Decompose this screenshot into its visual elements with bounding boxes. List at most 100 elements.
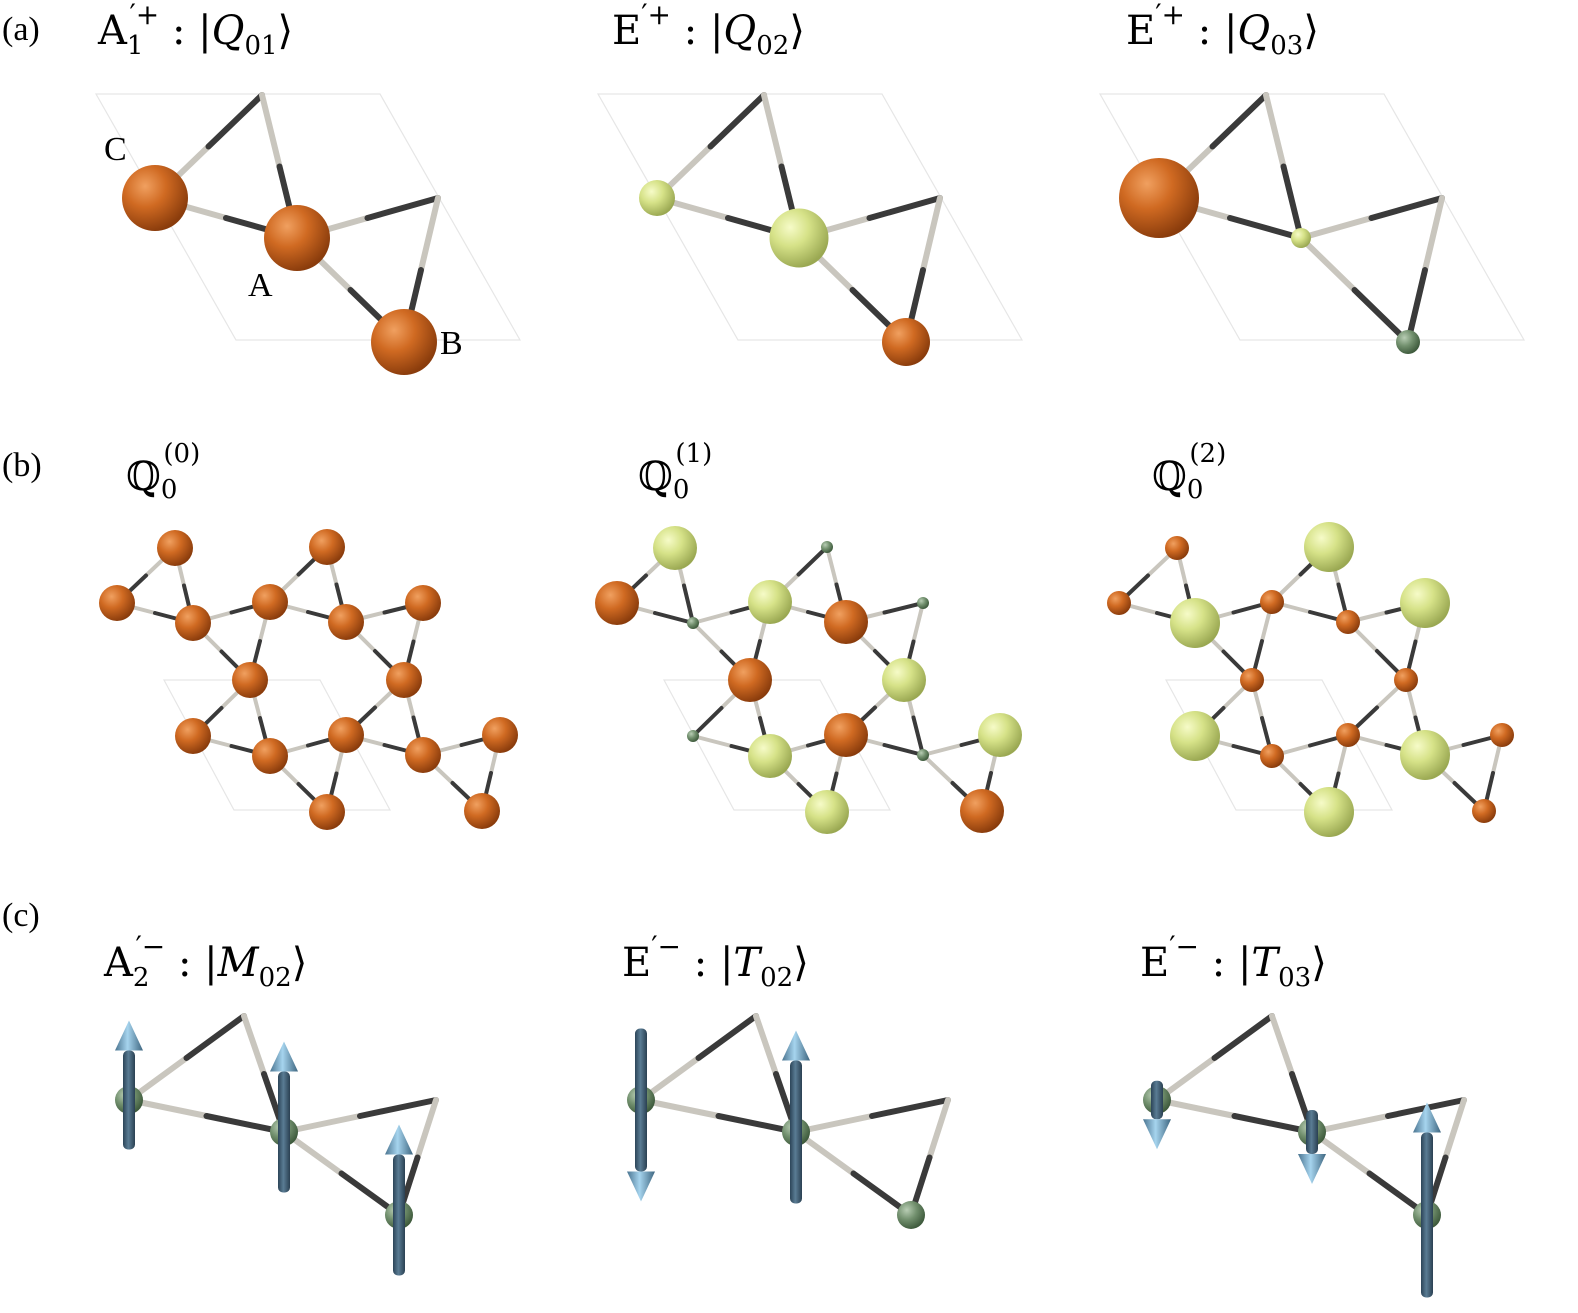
moment-arrow-b-head — [385, 1124, 413, 1155]
site-12 — [1400, 730, 1450, 780]
unit-cell-a3 — [1098, 92, 1526, 354]
panel-tag-a: (a) — [2, 11, 40, 48]
bond-t1-a-light — [753, 1013, 779, 1077]
moment-arrow-a — [782, 1030, 810, 1204]
site-13 — [1490, 723, 1514, 747]
site-b — [897, 1201, 925, 1229]
site-3 — [1260, 590, 1284, 614]
site-14 — [1304, 787, 1354, 837]
title-a2: E′+ : |Q02⟩ — [612, 0, 805, 61]
moment-arrow-a-head — [270, 1041, 298, 1072]
site-c — [1119, 158, 1199, 238]
panel-tag-c: (c) — [2, 897, 40, 934]
site-2 — [1170, 598, 1220, 648]
site-2 — [175, 605, 211, 641]
site-10 — [252, 738, 288, 774]
bond-4-dark — [796, 545, 829, 577]
title-a3: E′+ : |Q03⟩ — [1126, 0, 1319, 61]
moment-arrow-a-head — [1298, 1154, 1326, 1184]
unit-cell-a2 — [596, 92, 1024, 366]
moment-arrow-a-shaft — [790, 1060, 802, 1204]
cell-outline — [1098, 93, 1526, 341]
site-7 — [1240, 668, 1264, 692]
site-7 — [728, 658, 772, 702]
moment-arrow-c-shaft — [1151, 1080, 1163, 1120]
site-6 — [917, 597, 929, 609]
title-b1: ℚ0(0) — [126, 439, 200, 505]
site-9 — [1170, 711, 1220, 761]
unit-cell-a1 — [94, 92, 522, 375]
site-8 — [386, 662, 422, 698]
site-label-c: C — [104, 131, 127, 168]
site-5 — [824, 600, 868, 644]
bond-t1-a-light — [241, 1013, 267, 1077]
bond-a-t2-dark — [866, 195, 943, 221]
site-5 — [1336, 610, 1360, 634]
site-11 — [328, 717, 364, 753]
moment-arrow-b-head — [1413, 1102, 1441, 1133]
site-12 — [405, 737, 441, 773]
site-label-a: A — [248, 267, 273, 304]
site-11 — [824, 713, 868, 757]
bond-t2-b-light — [418, 195, 441, 273]
bond-3-light — [691, 610, 734, 625]
title-b2: ℚ0(1) — [638, 439, 712, 505]
moment-arrow-a-shaft — [1306, 1110, 1318, 1154]
bond-c-t1-dark — [1209, 92, 1269, 150]
bond-t2-b-dark — [1405, 267, 1428, 345]
site-6 — [1400, 578, 1450, 628]
bond-1-dark — [682, 583, 695, 625]
title-a1: A1′+ : |Q01⟩ — [97, 0, 293, 61]
site-2 — [687, 617, 699, 629]
site-7 — [232, 662, 268, 698]
site-1 — [595, 581, 639, 625]
cell-outline — [1164, 679, 1394, 811]
moment-arrow-c-head — [627, 1171, 655, 1202]
bond-a-t2-dark — [869, 1097, 951, 1119]
site-a — [264, 205, 330, 271]
panel-c-graphics — [115, 1013, 1467, 1298]
site-13 — [978, 713, 1022, 757]
site-8 — [882, 658, 926, 702]
bond-a-t2-dark — [1368, 195, 1445, 221]
moment-arrow-b-shaft — [393, 1154, 405, 1276]
bond-t1-a-dark — [1280, 163, 1304, 241]
moment-arrow-c-shaft — [123, 1050, 135, 1150]
moment-arrow-a — [270, 1041, 298, 1193]
panel-tag-b: (b) — [2, 447, 42, 484]
bond-t2-b-light — [926, 1097, 951, 1161]
bond-5-light — [825, 545, 839, 587]
title-c3: E′− : |T03⟩ — [1140, 930, 1327, 993]
panel-a-graphics — [94, 92, 1526, 375]
site-10 — [748, 734, 792, 778]
bond-12-dark — [691, 706, 724, 738]
bond-a-t2-dark — [364, 195, 441, 221]
moment-arrow-c-head — [115, 1020, 143, 1051]
site-15 — [1472, 799, 1496, 823]
site-4 — [1304, 522, 1354, 572]
site-11 — [1336, 723, 1360, 747]
site-14 — [309, 794, 345, 830]
site-b — [371, 309, 437, 375]
site-0 — [653, 526, 697, 570]
site-c — [122, 165, 188, 231]
bond-8-light — [691, 621, 724, 654]
kagome-cluster-b2 — [595, 526, 1022, 834]
site-4 — [821, 541, 833, 553]
moment-arrow-b — [1413, 1102, 1441, 1298]
bond-c-t1-dark — [1211, 1013, 1275, 1061]
site-b — [882, 318, 930, 366]
bond-11-light — [911, 601, 925, 644]
bond-t2-b-light — [414, 1097, 439, 1161]
title-c1: A2′− : |M02⟩ — [103, 930, 307, 993]
site-3 — [748, 580, 792, 624]
bond-t1-a-light — [761, 92, 785, 170]
cell-outline — [596, 93, 1024, 341]
moment-arrow-a-head — [782, 1030, 810, 1061]
moment-cell-c2 — [627, 1013, 951, 1229]
site-b — [1396, 330, 1420, 354]
site-4 — [309, 529, 345, 565]
bond-20-dark — [882, 743, 925, 757]
moment-arrow-c-head — [1143, 1119, 1171, 1150]
